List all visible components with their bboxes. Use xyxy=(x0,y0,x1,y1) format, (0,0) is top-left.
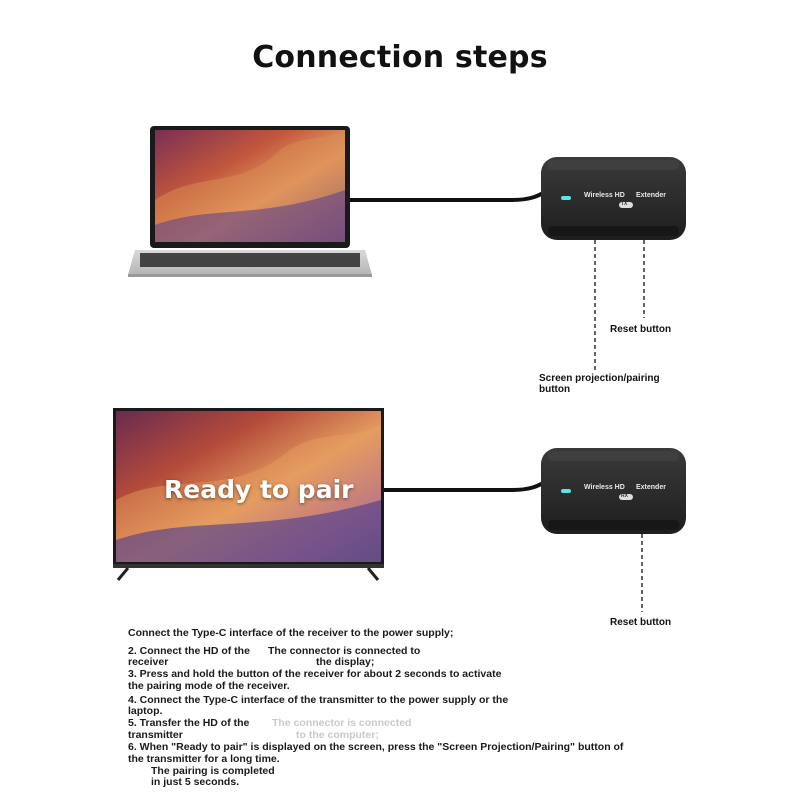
tv-message: Ready to pair xyxy=(164,475,354,504)
pairing-button-label: Screen projection/pairing xyxy=(539,373,660,384)
reset-button-label: Reset button xyxy=(610,617,672,628)
device-tag: RX xyxy=(621,493,628,499)
step-3: 3. Press and hold the button of the rece… xyxy=(128,668,502,680)
step-6-note: The pairing is completed xyxy=(151,765,275,777)
step-6: 6. When "Ready to pair" is displayed on … xyxy=(128,741,624,753)
step-5-note-cont: to the computer; xyxy=(296,729,379,741)
step-5: 5. Transfer the HD of the xyxy=(128,717,250,729)
step-4: 4. Connect the Type-C interface of the t… xyxy=(128,694,509,706)
led-indicator xyxy=(561,489,571,493)
transmitter-device xyxy=(541,157,686,240)
step-5-note: The connector is connected xyxy=(272,717,412,729)
device-brand-label: Extender xyxy=(636,484,666,491)
device-brand-label: Wireless HD xyxy=(584,192,625,199)
led-indicator xyxy=(561,196,571,200)
step-3-cont: the pairing mode of the receiver. xyxy=(128,680,290,692)
reset-button-label: Reset button xyxy=(610,324,672,335)
device-brand-label: Extender xyxy=(636,192,666,199)
page-title: Connection steps xyxy=(252,40,548,75)
step-5-cont: transmitter xyxy=(128,729,183,741)
step-4-cont: laptop. xyxy=(128,705,163,717)
step-2-note-cont: the display; xyxy=(316,656,375,668)
step-2-note: The connector is connected to xyxy=(268,645,421,657)
step-6-cont: the transmitter for a long time. xyxy=(128,753,280,765)
receiver-device xyxy=(541,448,686,534)
television xyxy=(113,408,384,581)
cable-top xyxy=(350,190,546,202)
laptop xyxy=(128,126,372,277)
step-2: 2. Connect the HD of the xyxy=(128,645,250,657)
laptop-keyboard xyxy=(140,253,360,267)
pairing-button-label-line2: button xyxy=(539,384,571,395)
step-6-note-cont: in just 5 seconds. xyxy=(151,776,240,788)
step-1: Connect the Type-C interface of the rece… xyxy=(128,627,454,639)
device-tag: TX xyxy=(621,201,628,207)
step-2-cont: receiver xyxy=(128,656,169,668)
device-brand-label: Wireless HD xyxy=(584,484,625,491)
cable-bottom xyxy=(384,480,546,492)
